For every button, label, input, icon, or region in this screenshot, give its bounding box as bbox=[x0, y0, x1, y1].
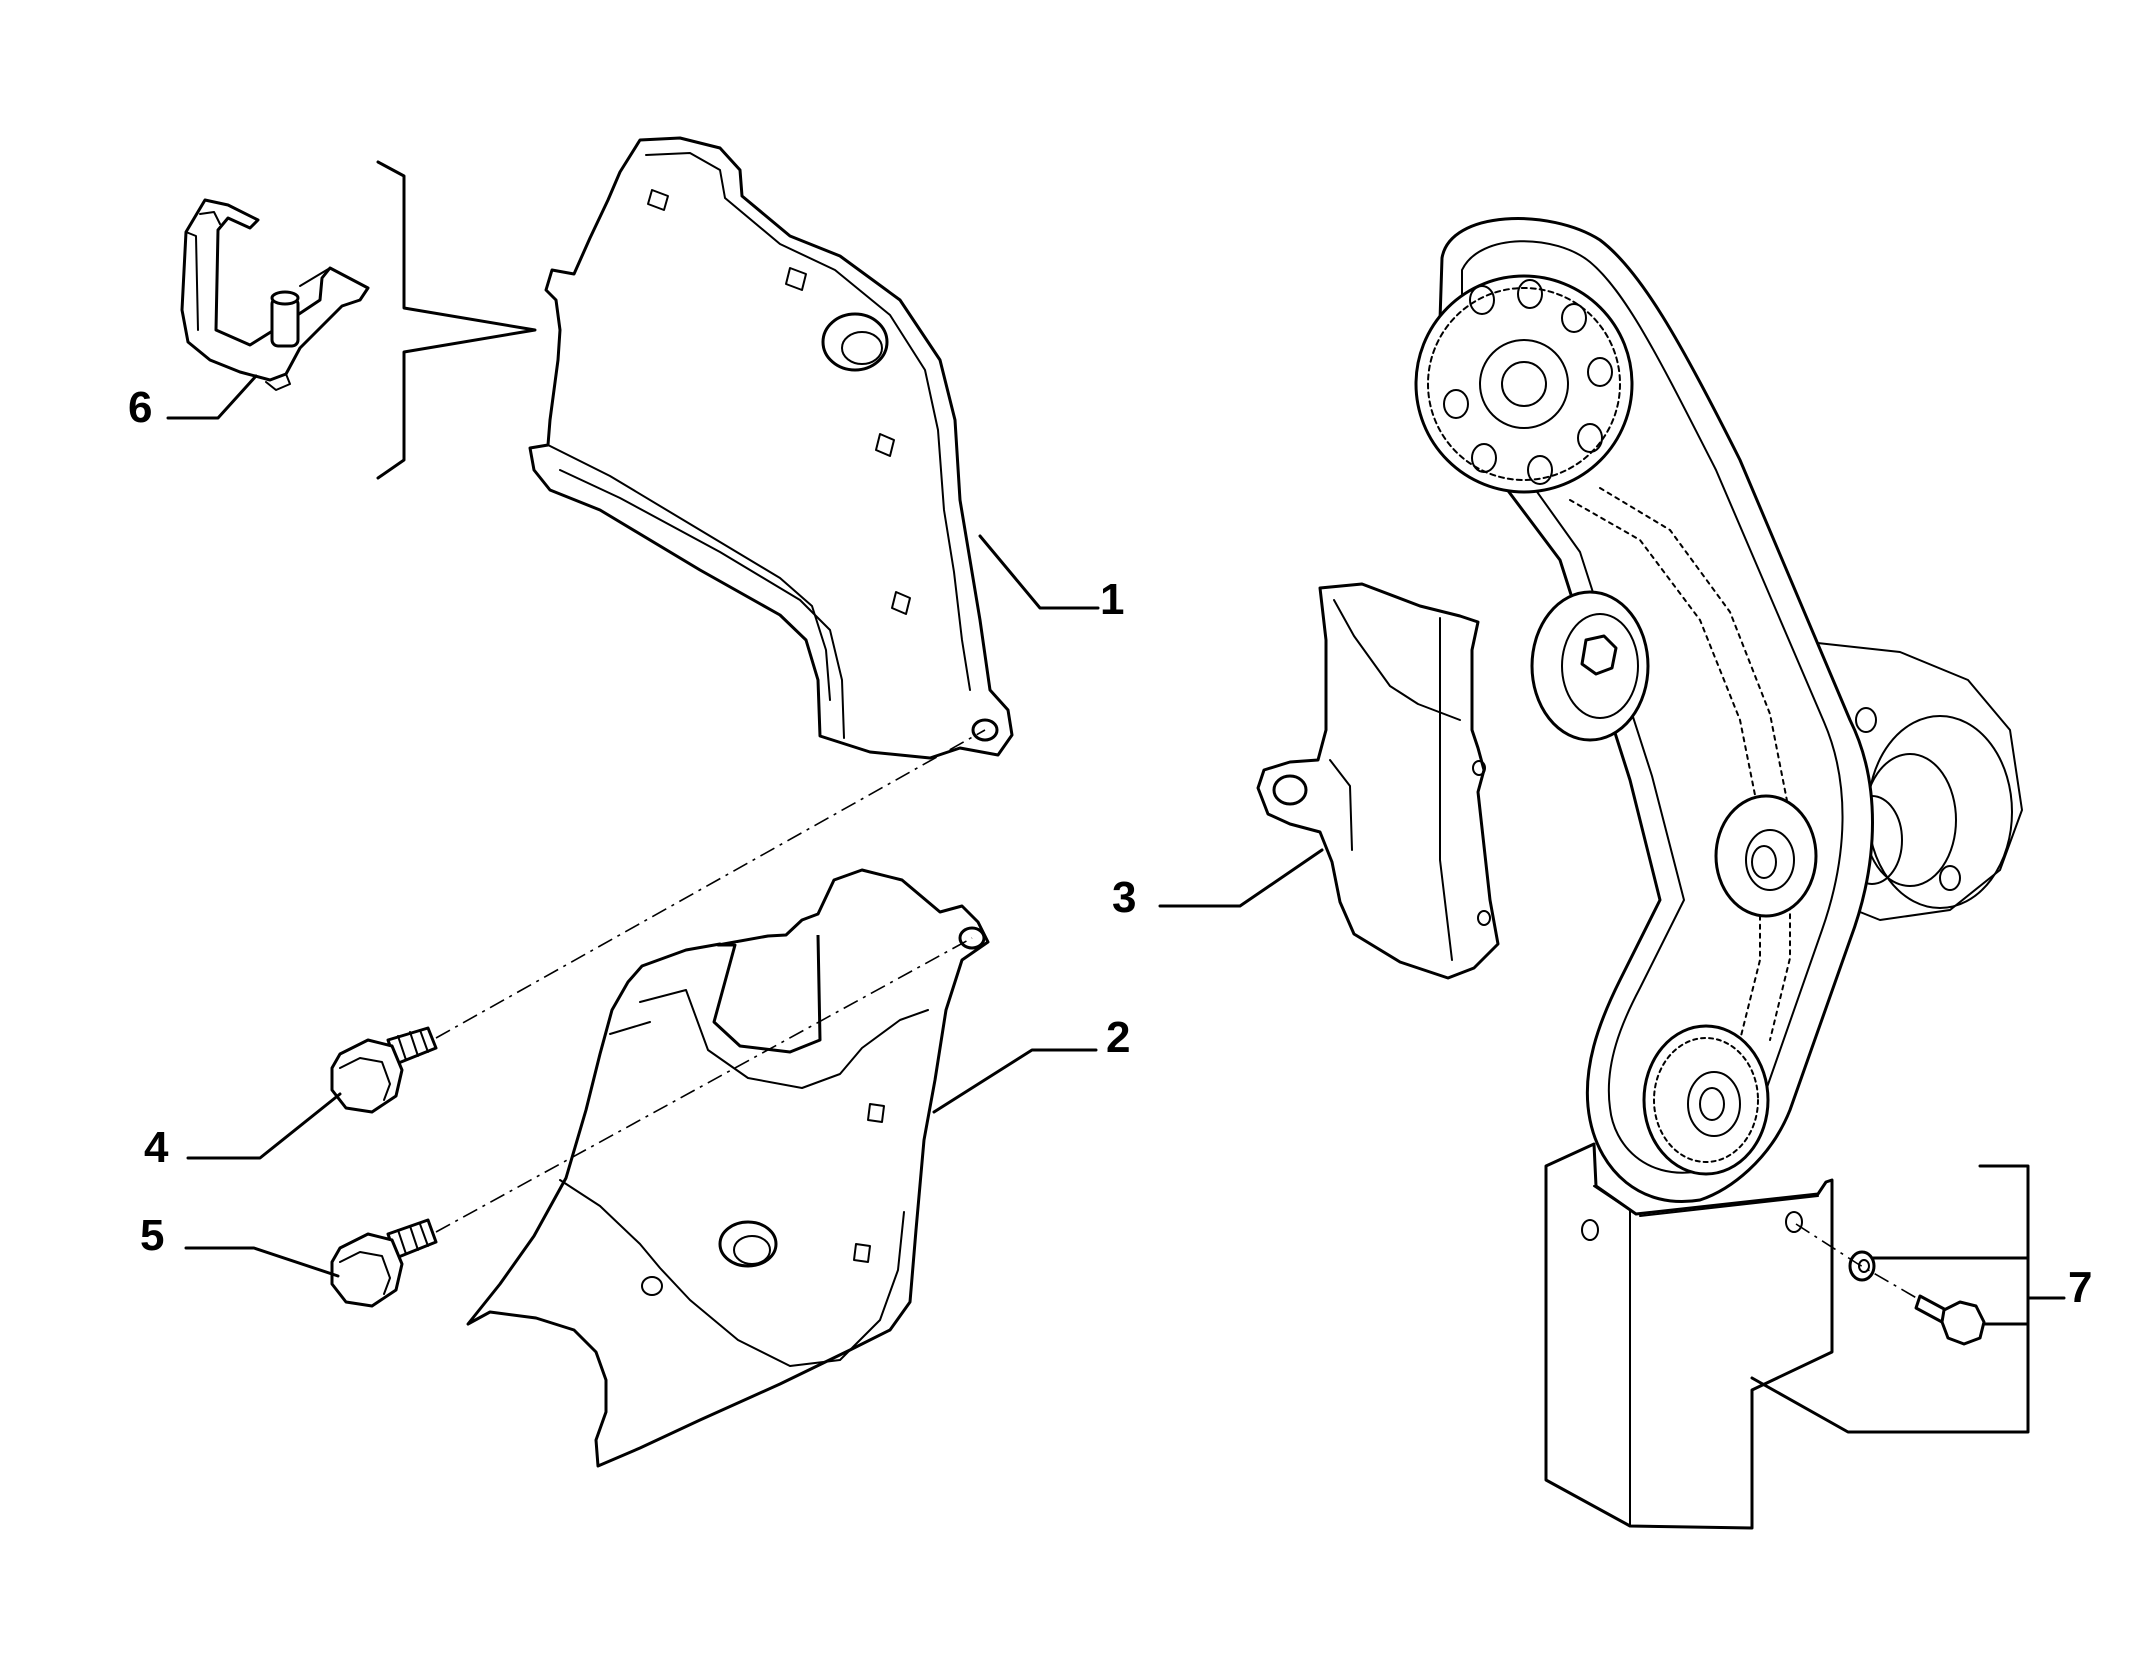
callout-6: 6 bbox=[128, 383, 152, 432]
part-6-bracket bbox=[376, 160, 537, 480]
part-7-bracket bbox=[1750, 1164, 2030, 1434]
callout-2: 2 bbox=[1106, 1013, 1130, 1062]
leader-line-1 bbox=[978, 534, 1100, 610]
callout-7: 7 bbox=[2068, 1263, 2092, 1312]
leader-line-2 bbox=[932, 1048, 1098, 1114]
leader-line-4 bbox=[186, 1092, 342, 1160]
part-5-flange-bolt bbox=[330, 1218, 438, 1308]
callout-5: 5 bbox=[140, 1211, 164, 1260]
callout-4: 4 bbox=[144, 1123, 169, 1172]
assembly-line-bolt-5 bbox=[435, 937, 973, 1233]
assembly-line-bolt-4 bbox=[435, 729, 986, 1039]
part-4-flange-bolt bbox=[330, 1026, 438, 1114]
part-1-upper-timing-cover bbox=[528, 136, 1014, 760]
part-7-lower-guard bbox=[1544, 1142, 1986, 1530]
callout-3: 3 bbox=[1112, 873, 1136, 922]
part-6-clip bbox=[180, 198, 370, 391]
leader-line-6 bbox=[166, 374, 258, 420]
part-3-bracket-plate bbox=[1256, 582, 1500, 980]
leader-line-3 bbox=[1158, 848, 1324, 908]
callout-1: 1 bbox=[1100, 575, 1124, 624]
leader-line-5 bbox=[184, 1246, 340, 1278]
timing-belt-assembly bbox=[1414, 217, 2023, 1203]
part-2-lower-timing-cover bbox=[466, 868, 990, 1468]
